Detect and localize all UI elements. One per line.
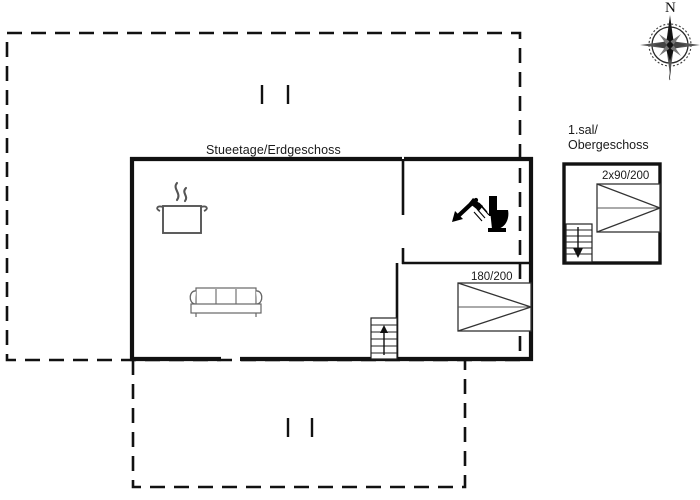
pot-handle-right (200, 205, 208, 212)
stairs-down-icon (565, 223, 593, 263)
pot-handle-left (156, 205, 164, 212)
compass-rose-icon (640, 15, 700, 81)
shower-icon (452, 197, 490, 222)
ground-floor-title: Stueetage/Erdgeschoss (206, 143, 341, 157)
terrace-upper-dashed (5, 31, 522, 362)
compass-point-ne (670, 34, 681, 45)
compass-center (667, 42, 673, 48)
sofa-seat (190, 303, 262, 314)
stairs-direction-arrowhead (380, 325, 388, 333)
terrace-upper-outline (5, 31, 522, 362)
bed-ground-floor (457, 282, 532, 332)
sofa-arm-right (255, 290, 263, 305)
compass-point-se (670, 45, 681, 56)
steam-line (174, 181, 180, 202)
toilet-base (488, 228, 506, 232)
terrace-lower-dashed (131, 360, 467, 489)
bed-upper-diagonal-top (596, 183, 661, 209)
stairs-direction-arrowhead (573, 248, 583, 258)
compass-tail (668, 65, 672, 81)
pot-body (162, 205, 202, 234)
bed-upper-diagonal-bottom (596, 207, 661, 233)
bed-upper-floor (596, 183, 661, 233)
north-letter-label: N (665, 0, 676, 16)
ground-floor-walls (129, 156, 534, 362)
cooking-pot-icon (156, 181, 208, 234)
terrace-lower-outline (131, 360, 467, 489)
stairs-up-icon (370, 317, 398, 360)
bed-ground-floor-label: 180/200 (471, 271, 513, 283)
toilet-bowl (490, 210, 509, 229)
terrace-lower-furniture-marks (286, 418, 314, 437)
terrace-upper-furniture-marks (260, 85, 290, 104)
toilet-icon (488, 196, 509, 232)
shower-spray (478, 202, 488, 213)
compass-point-nw (659, 34, 670, 45)
toilet-cistern (489, 196, 497, 216)
compass-point-sw (659, 45, 670, 56)
upper-floor-title: 1.sal/ Obergeschoss (568, 123, 649, 152)
bed-ground-diagonal-bottom (457, 306, 532, 332)
sofa-arm-left (189, 290, 197, 305)
bed-upper-floor-label: 2x90/200 (602, 170, 650, 182)
steam-line (183, 186, 188, 203)
shower-spray (473, 211, 483, 222)
bed-ground-diagonal-top (457, 282, 532, 308)
shower-head (469, 198, 483, 211)
shower-grip (452, 211, 463, 222)
sofa-icon (189, 287, 263, 317)
shower-spray (476, 208, 486, 219)
